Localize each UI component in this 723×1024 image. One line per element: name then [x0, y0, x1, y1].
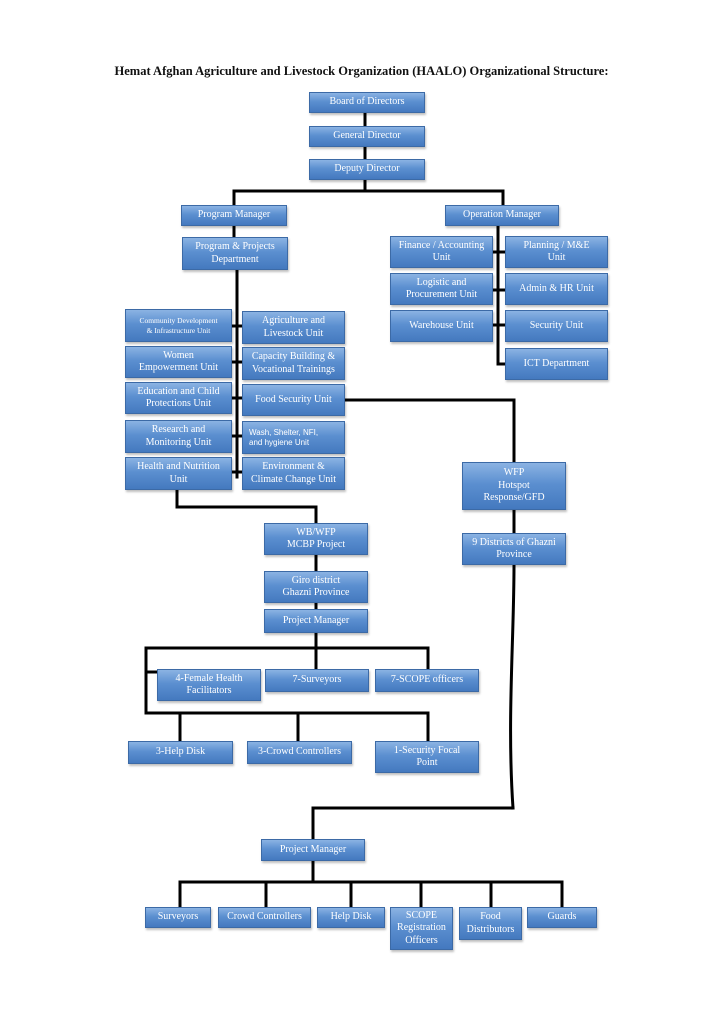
ghazni-districts-node: 9 Districts of Ghazni Province: [462, 533, 566, 565]
chart-title: Hemat Afghan Agriculture and Livestock O…: [114, 64, 609, 78]
guards-node: Guards: [527, 907, 597, 928]
crowd-controllers-node: Crowd Controllers: [218, 907, 311, 928]
planning-me-unit-node: Planning / M&E Unit: [505, 236, 608, 268]
agriculture-livestock-unit-node: Agriculture and Livestock Unit: [242, 311, 345, 344]
environment-climate-unit-node: Environment & Climate Change Unit: [242, 457, 345, 490]
food-security-unit-node: Food Security Unit: [242, 384, 345, 416]
wfp-hotspot-response-node: WFP Hotspot Response/GFD: [462, 462, 566, 510]
project-manager-hotspot-node: Project Manager: [261, 839, 365, 861]
finance-accounting-unit-node: Finance / Accounting Unit: [390, 236, 493, 268]
education-child-protection-unit-node: Education and Child Protections Unit: [125, 382, 232, 414]
health-nutrition-unit-node: Health and Nutrition Unit: [125, 457, 232, 490]
giro-district-node: Giro district Ghazni Province: [264, 571, 368, 603]
program-projects-department-node: Program & Projects Department: [182, 237, 288, 270]
scope-officers-7-node: 7-SCOPE officers: [375, 669, 479, 692]
scope-registration-officers-node: SCOPE Registration Officers: [390, 907, 453, 950]
surveyors-node: Surveyors: [145, 907, 211, 928]
surveyors-7-node: 7-Surveyors: [265, 669, 369, 692]
project-manager-mcbp-node: Project Manager: [264, 609, 368, 633]
security-focal-point-node: 1-Security Focal Point: [375, 741, 479, 773]
help-disk-node: Help Disk: [317, 907, 385, 928]
research-monitoring-unit-node: Research and Monitoring Unit: [125, 420, 232, 453]
food-distributors-node: Food Distributors: [459, 907, 522, 940]
logistic-procurement-unit-node: Logistic and Procurement Unit: [390, 273, 493, 305]
deputy-director-node: Deputy Director: [309, 159, 425, 180]
operation-manager-node: Operation Manager: [445, 205, 559, 226]
admin-hr-unit-node: Admin & HR Unit: [505, 273, 608, 305]
women-empowerment-unit-node: Women Empowerment Unit: [125, 346, 232, 378]
program-manager-node: Program Manager: [181, 205, 287, 226]
wash-shelter-nfi-unit-node: Wash, Shelter, NFI, and hygiene Unit: [242, 421, 345, 454]
female-health-facilitators-node: 4-Female Health Facilitators: [157, 669, 261, 701]
warehouse-unit-node: Warehouse Unit: [390, 310, 493, 342]
community-development-unit-node: Community Development & Infrastructure U…: [125, 309, 232, 342]
security-unit-node: Security Unit: [505, 310, 608, 342]
crowd-controllers-3-node: 3-Crowd Controllers: [247, 741, 352, 764]
ict-department-node: ICT Department: [505, 348, 608, 380]
general-director-node: General Director: [309, 126, 425, 147]
wb-wfp-mcbp-project-node: WB/WFP MCBP Project: [264, 523, 368, 555]
help-disk-3-node: 3-Help Disk: [128, 741, 233, 764]
board-of-directors-node: Board of Directors: [309, 92, 425, 113]
capacity-building-unit-node: Capacity Building & Vocational Trainings: [242, 347, 345, 380]
